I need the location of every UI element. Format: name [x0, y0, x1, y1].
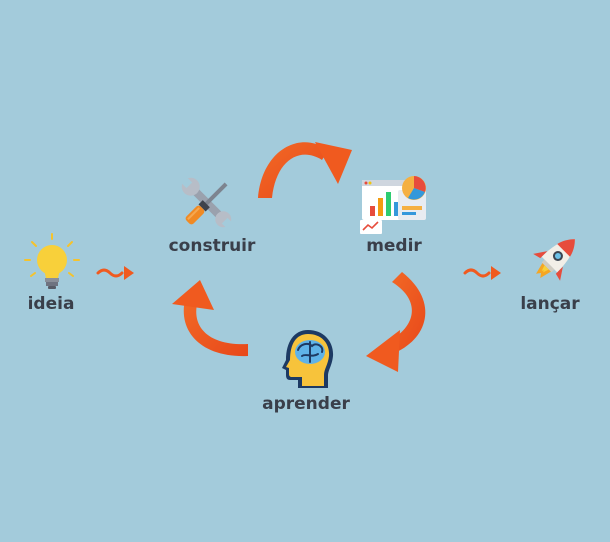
- arrow-learn-to-build: [172, 280, 248, 357]
- step-label-measure: medir: [366, 236, 422, 256]
- analytics-charts-icon: [360, 176, 426, 234]
- arrow-measure-to-learn: [366, 272, 426, 372]
- step-label-launch: lançar: [520, 294, 580, 314]
- step-label-learn: aprender: [262, 394, 350, 414]
- head-brain-icon: [282, 330, 334, 388]
- tools-icon: [180, 176, 234, 230]
- squiggle-arrow-left: [96, 266, 134, 280]
- step-label-idea: ideia: [27, 294, 75, 314]
- squiggle-arrow-right: [463, 266, 501, 280]
- lightbulb-icon: [24, 233, 80, 289]
- arrow-build-to-measure: [258, 142, 352, 198]
- step-label-build: construir: [168, 236, 256, 256]
- rocket-icon: [533, 239, 575, 281]
